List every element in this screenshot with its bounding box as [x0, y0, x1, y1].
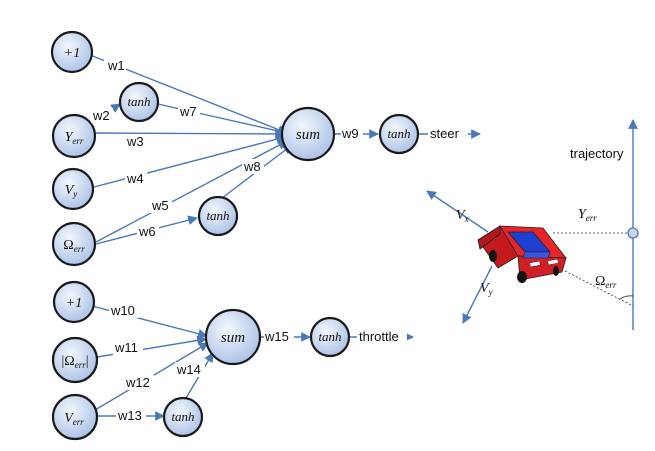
node-tanh-hidden-2: tanh	[197, 195, 239, 237]
car-icon	[477, 225, 567, 283]
node-label: tanh	[318, 329, 341, 344]
vy-label: Vy	[480, 281, 493, 297]
omega-label: Ωerr	[595, 274, 617, 290]
node-label-close: |	[86, 354, 89, 369]
yerr-label: Yerr	[578, 207, 597, 223]
weight-label-w6: w6	[138, 224, 156, 239]
svg-text:Vy: Vy	[65, 183, 78, 199]
node-label: sum	[221, 330, 245, 346]
weight-label-w9: w9	[341, 126, 359, 141]
node-sum-throttle: sum	[204, 308, 262, 366]
weight-label-w2: w2	[92, 108, 110, 123]
weight-label-w15: w15	[264, 329, 289, 344]
node-label-main: |Ω	[61, 354, 74, 369]
vehicle-diagram: trajectory Vx Vy Yerr Ωerr	[426, 119, 639, 330]
throttle-weight-labels: w10 w11 w12 w14 w13 w15 throttle	[109, 303, 407, 423]
weight-label-w11: w11	[114, 340, 138, 355]
vx-axis-arrow	[426, 190, 489, 233]
node-tanh-steer-out: tanh	[378, 113, 420, 155]
omega-angle-arc	[619, 295, 634, 300]
node-verr: Verr	[51, 393, 99, 441]
weight-label-w4: w4	[126, 171, 144, 186]
node-vy: Vy	[51, 167, 95, 211]
node-label: sum	[296, 127, 320, 143]
weight-label-w1: w1	[107, 58, 125, 73]
node-label-sub: err	[73, 417, 84, 427]
node-label: +1	[64, 46, 80, 61]
weight-label-w10: w10	[110, 303, 135, 318]
svg-text:Yerr: Yerr	[65, 130, 84, 146]
output-label-steer: steer	[430, 126, 460, 141]
weight-label-w8: w8	[243, 159, 261, 174]
vy-axis-arrow	[462, 265, 493, 324]
trajectory-point	[627, 227, 639, 239]
node-tanh-hidden-3: tanh	[162, 396, 204, 438]
node-label-sub: err	[72, 136, 83, 146]
weight-label-w3: w3	[126, 134, 144, 149]
node-label: tanh	[206, 208, 229, 223]
node-label: tanh	[127, 94, 150, 109]
node-label-sub: err	[74, 244, 85, 254]
node-yerr: Yerr	[51, 113, 97, 159]
svg-text:Verr: Verr	[64, 411, 84, 427]
node-tanh-hidden-1: tanh	[118, 81, 160, 123]
weight-label-w14: w14	[176, 362, 201, 377]
node-bias-steer: +1	[50, 30, 94, 74]
node-label-main: V	[65, 183, 75, 198]
node-label-main: V	[64, 411, 74, 426]
node-omega-err: Ωerr	[51, 221, 97, 267]
svg-text:|Ωerr|: |Ωerr|	[61, 354, 88, 370]
node-label-sub: y	[72, 189, 77, 199]
heading-dashed-line	[564, 270, 634, 307]
output-label-throttle: throttle	[359, 329, 399, 344]
svg-text:Ωerr: Ωerr	[63, 238, 85, 254]
trajectory-label: trajectory	[570, 146, 624, 161]
steer-edges	[87, 54, 481, 245]
weight-label-w5: w5	[151, 198, 169, 213]
node-label-main: Ω	[63, 238, 73, 253]
vx-label: Vx	[456, 208, 469, 224]
node-label-main: Y	[65, 130, 75, 145]
steer-weight-labels: w1 w2 w7 w3 w4 w8 w5 w6 w9 steer	[91, 58, 468, 239]
edge-w7	[157, 103, 288, 136]
edge-w5	[95, 140, 288, 243]
node-label: +1	[66, 296, 82, 311]
node-tanh-throttle-out: tanh	[309, 316, 351, 358]
weight-label-w12: w12	[125, 375, 150, 390]
node-label: tanh	[171, 409, 194, 424]
edge-w3	[95, 129, 285, 139]
node-abs-omega-err: |Ωerr|	[51, 336, 99, 384]
node-label: tanh	[387, 126, 410, 141]
node-sum-steer: sum	[280, 106, 336, 162]
node-label-sub: err	[75, 360, 86, 370]
weight-label-w7: w7	[179, 104, 197, 119]
node-bias-throttle: +1	[52, 280, 96, 324]
weight-label-w13: w13	[117, 408, 142, 423]
